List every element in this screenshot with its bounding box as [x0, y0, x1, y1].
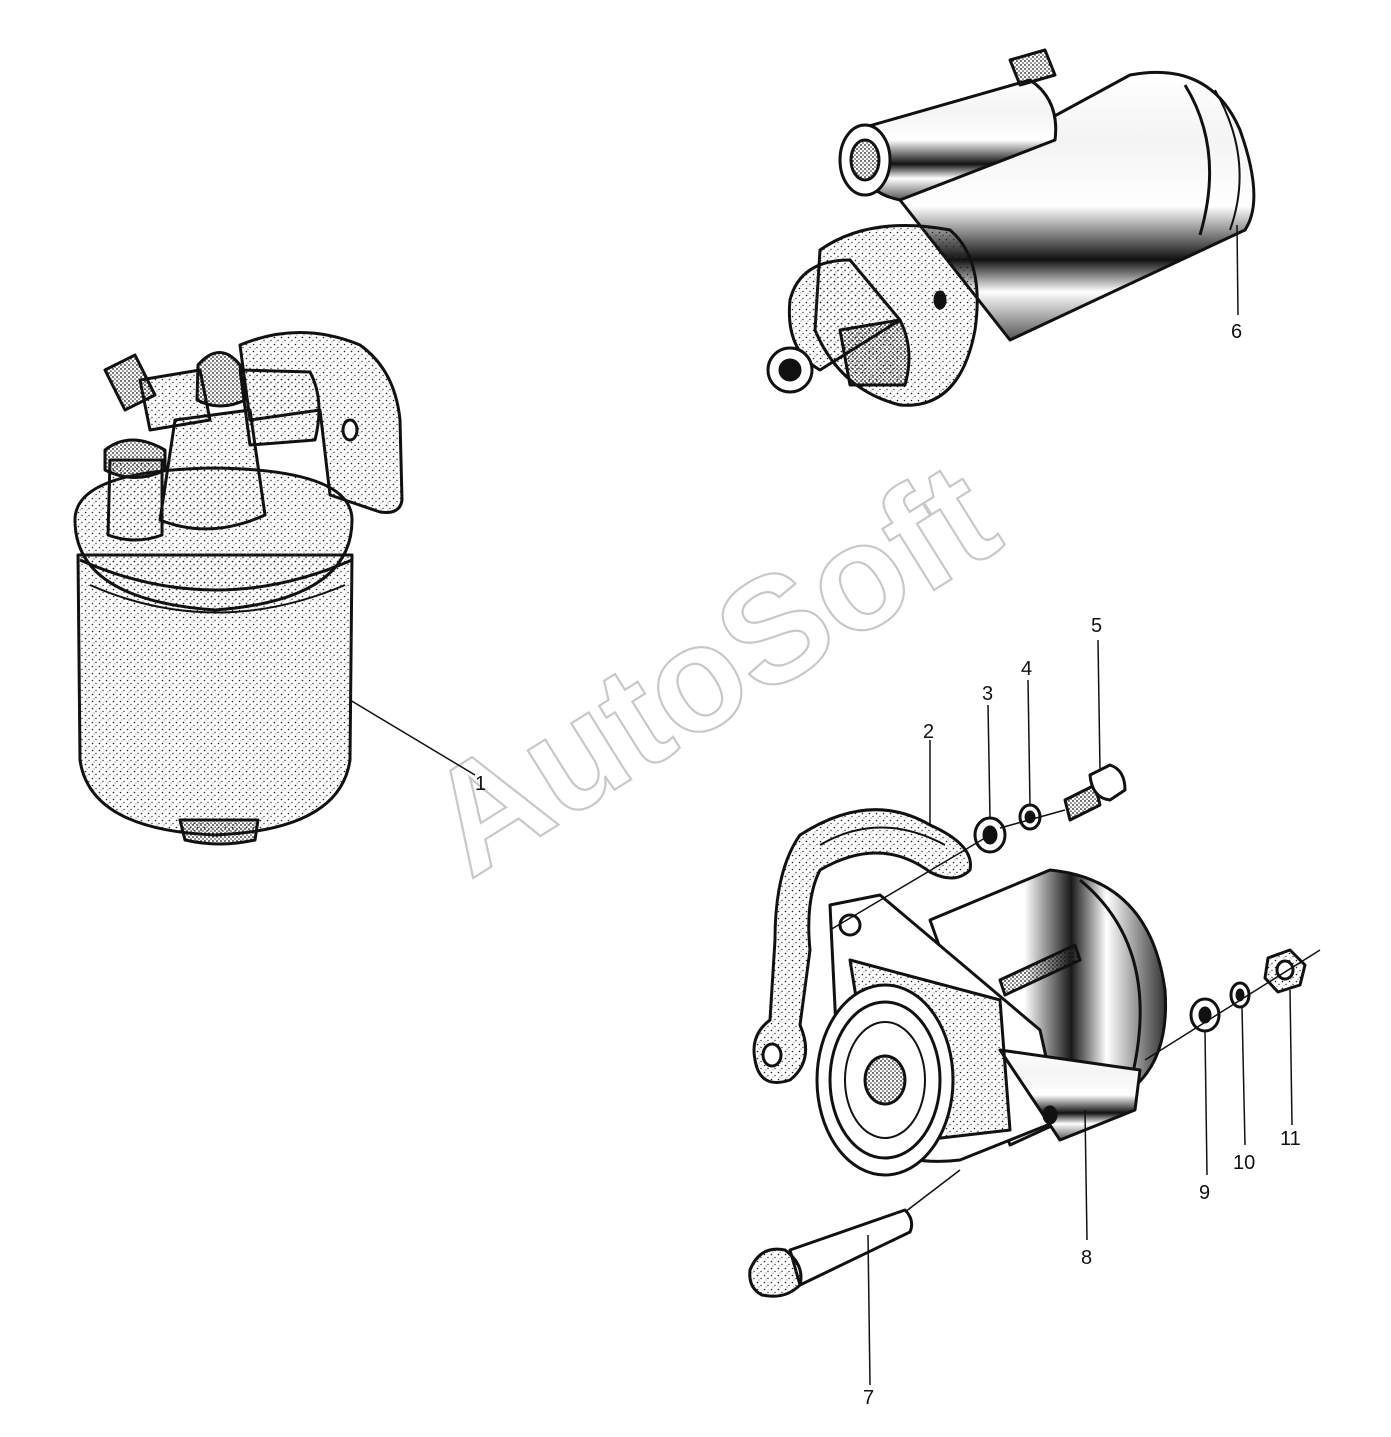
leader-lines	[349, 224, 1293, 1386]
callout-2: 2	[923, 721, 934, 743]
callout-1: 1	[475, 773, 486, 795]
callout-10: 10	[1233, 1152, 1255, 1174]
bolt-7	[748, 1208, 914, 1298]
callout-6: 6	[1231, 321, 1242, 343]
callout-8: 8	[1081, 1247, 1092, 1269]
bolt-5	[1063, 763, 1127, 822]
starter-motor	[766, 48, 1256, 407]
assembly-lines	[829, 809, 1321, 1213]
callout-11: 11	[1280, 1128, 1301, 1150]
washer-9	[1189, 997, 1221, 1033]
fuel-filter	[73, 331, 404, 846]
callout-7: 7	[863, 1387, 874, 1409]
callout-4: 4	[1021, 658, 1032, 680]
callout-3: 3	[982, 683, 993, 705]
nut-11	[1263, 948, 1307, 994]
alternator	[815, 868, 1168, 1177]
tension-strap	[752, 808, 972, 1084]
callout-5: 5	[1091, 615, 1102, 637]
callout-9: 9	[1199, 1182, 1210, 1204]
